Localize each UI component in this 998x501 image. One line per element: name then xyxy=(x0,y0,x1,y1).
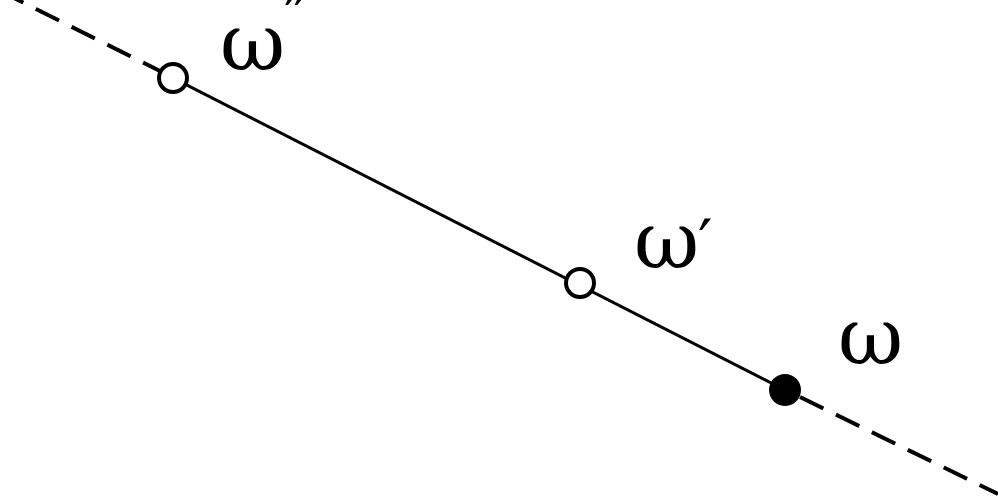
filled-point-omega xyxy=(769,374,801,406)
solid-segment xyxy=(172,76,786,392)
double-prime-mark: ″ xyxy=(284,0,308,56)
dashed-extension-right xyxy=(799,395,998,496)
prime-mark: ′ xyxy=(698,207,713,281)
label-omega: ω xyxy=(838,290,903,383)
open-point-omega-prime xyxy=(564,267,596,299)
label-omega-double-prime: ω xyxy=(220,0,285,89)
open-point-omega-double-prime xyxy=(157,62,189,94)
label-omega-prime: ω xyxy=(634,194,699,287)
dashed-extension-left xyxy=(13,0,161,73)
